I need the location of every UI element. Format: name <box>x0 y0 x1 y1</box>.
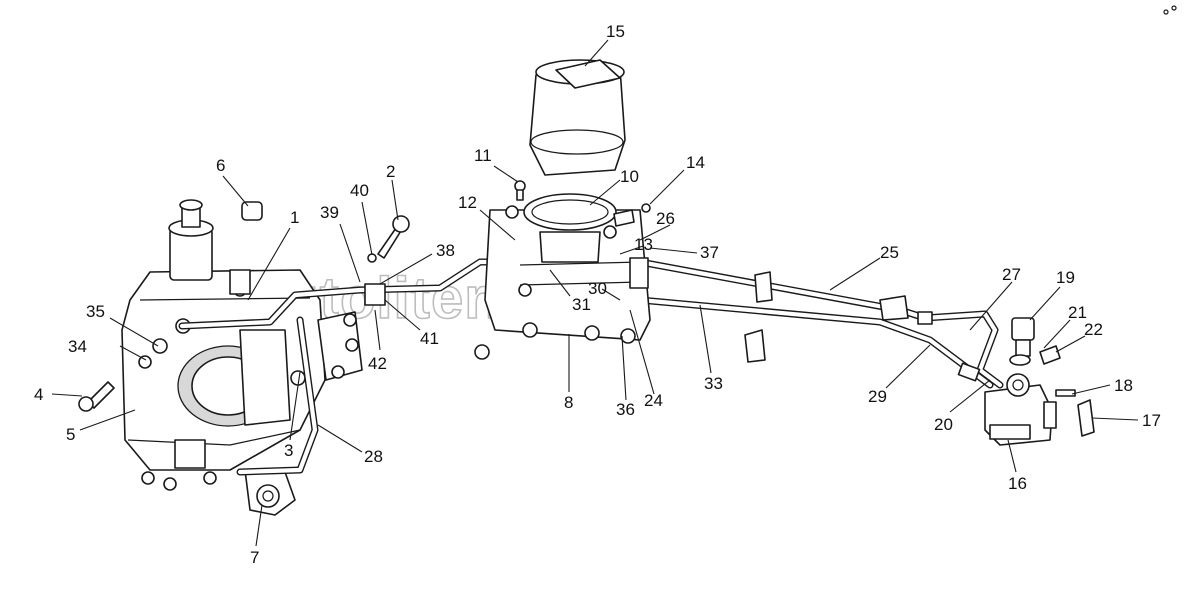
callout-41: 41 <box>420 329 439 348</box>
callout-24: 24 <box>644 391 663 410</box>
callout-30: 30 <box>588 279 607 298</box>
callout-19: 19 <box>1056 268 1075 287</box>
callout-15: 15 <box>606 22 625 41</box>
callout-34: 34 <box>68 337 87 356</box>
callout-29: 29 <box>868 387 887 406</box>
callout-11: 11 <box>474 146 492 165</box>
callout-27: 27 <box>1002 265 1021 284</box>
callout-40: 40 <box>350 181 369 200</box>
leader-lines <box>51 39 1139 547</box>
reservoir-bracket <box>474 205 651 360</box>
callout-17: 17 <box>1142 411 1161 430</box>
callout-10: 10 <box>620 167 639 186</box>
callout-labels: 1 2 3 4 5 6 7 8 10 11 12 13 14 15 16 17 … <box>34 22 1161 567</box>
callout-13: 13 <box>634 235 653 254</box>
callout-21: 21 <box>1068 303 1087 322</box>
callout-39: 39 <box>320 203 339 222</box>
callout-26: 26 <box>656 209 675 228</box>
callout-5: 5 <box>66 425 75 444</box>
callout-8: 8 <box>564 393 573 412</box>
callout-28: 28 <box>364 447 383 466</box>
steering-gear-assembly <box>78 199 410 516</box>
callout-31: 31 <box>572 295 591 314</box>
callout-25: 25 <box>880 243 899 262</box>
callout-3: 3 <box>284 441 293 460</box>
callout-33: 33 <box>704 374 723 393</box>
callout-35: 35 <box>86 302 105 321</box>
corner-mark <box>1163 5 1177 15</box>
callout-16: 16 <box>1008 474 1027 493</box>
callout-36: 36 <box>616 400 635 419</box>
callout-37: 37 <box>700 243 719 262</box>
callout-7: 7 <box>250 548 259 567</box>
callout-2: 2 <box>386 162 395 181</box>
pressure-and-return-lines <box>178 258 1004 476</box>
callout-12: 12 <box>458 193 477 212</box>
callout-42: 42 <box>368 354 387 373</box>
callout-38: 38 <box>436 241 455 260</box>
callout-4: 4 <box>34 385 43 404</box>
callout-1: 1 <box>290 208 299 227</box>
oil-reservoir <box>514 59 651 263</box>
callout-20: 20 <box>934 415 953 434</box>
callout-6: 6 <box>216 156 225 175</box>
callout-18: 18 <box>1114 376 1133 395</box>
pump-valve-assembly <box>984 317 1095 446</box>
callout-14: 14 <box>686 153 705 172</box>
callout-22: 22 <box>1084 320 1103 339</box>
